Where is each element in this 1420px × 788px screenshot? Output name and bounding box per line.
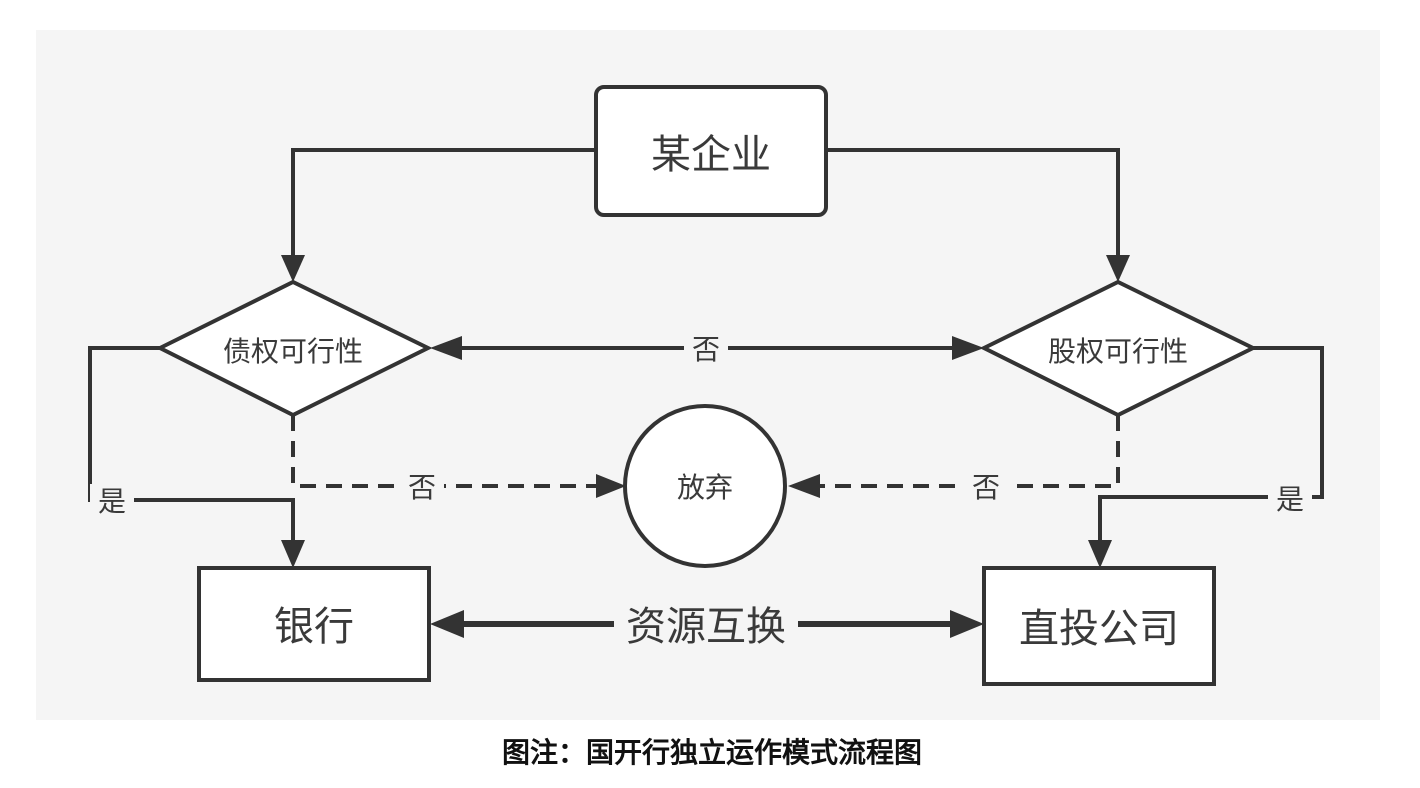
edge-debt-to-abandon-no xyxy=(291,415,598,488)
node-bank-label: 银行 xyxy=(274,604,354,650)
figure-caption: 图注：国开行独立运作模式流程图 xyxy=(502,736,922,769)
node-enterprise-label: 某企业 xyxy=(651,132,771,178)
node-enterprise xyxy=(594,85,828,217)
arrowhead-down-direct xyxy=(1088,540,1112,568)
edge-enterprise-to-equity xyxy=(826,148,1120,255)
node-equity-feasibility xyxy=(979,279,1258,418)
arrowhead-down-equity xyxy=(1106,255,1130,282)
edge-equity-to-abandon-no xyxy=(818,415,1120,488)
edge-label-no-between: 否 xyxy=(692,333,720,366)
arrowhead-right-direct xyxy=(950,610,984,638)
node-debt-feasibility xyxy=(155,279,433,418)
node-abandon xyxy=(623,404,787,568)
edge-label-resource-exchange: 资源互换 xyxy=(626,604,786,650)
node-abandon-label: 放弃 xyxy=(677,471,733,504)
arrowhead-down-debt xyxy=(281,255,305,282)
label-backgrounds xyxy=(90,332,1312,652)
edge-enterprise-to-debt xyxy=(291,148,596,255)
edge-label-no-left: 否 xyxy=(408,471,436,504)
edge-label-no-right: 否 xyxy=(972,471,1000,504)
arrowheads xyxy=(281,255,1130,638)
node-direct-invest xyxy=(982,566,1216,686)
node-bank xyxy=(197,566,431,682)
node-direct-invest-label: 直投公司 xyxy=(1019,606,1179,652)
nodes xyxy=(155,85,1258,686)
arrowhead-right-equity xyxy=(952,336,984,360)
edge-label-yes-right: 是 xyxy=(1276,483,1304,516)
edge-label-yes-left: 是 xyxy=(98,485,126,518)
edge-equity-to-direct-yes xyxy=(1098,346,1324,540)
arrowhead-down-bank xyxy=(281,540,305,568)
arrowhead-left-debt xyxy=(430,336,462,360)
arrowhead-right-abandon xyxy=(596,474,626,498)
arrowhead-left-bank xyxy=(430,610,464,638)
arrowhead-left-abandon xyxy=(788,474,820,498)
node-debt-feasibility-label: 债权可行性 xyxy=(223,335,363,368)
node-equity-feasibility-label: 股权可行性 xyxy=(1048,335,1188,368)
